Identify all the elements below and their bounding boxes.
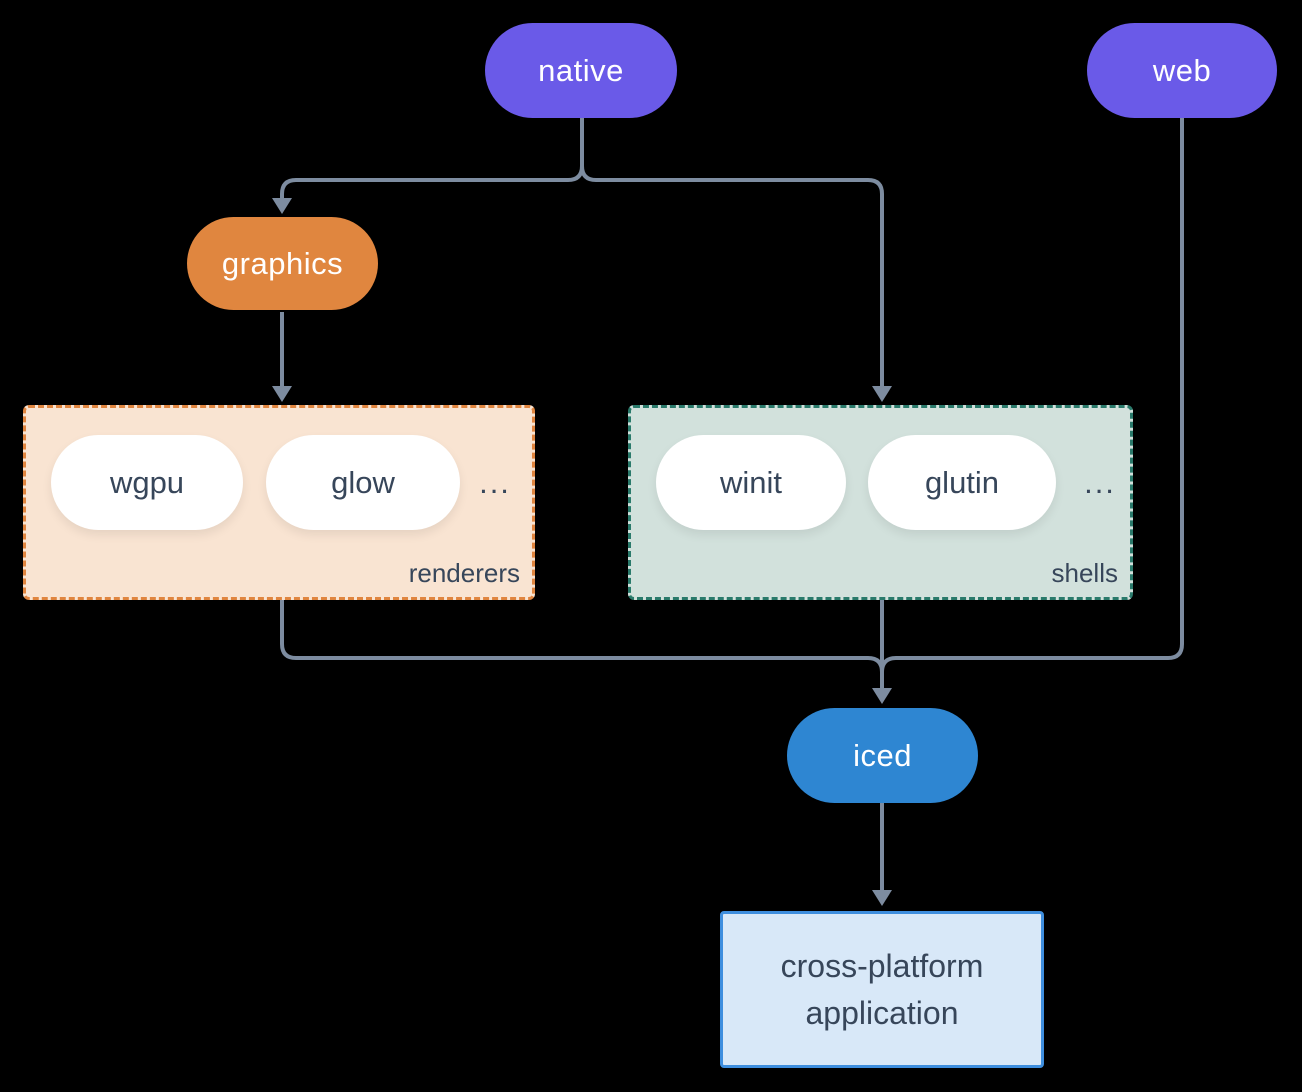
shells-ellipsis: ... [1084,464,1116,500]
application-label-line1: cross-platform [780,947,984,984]
arrowhead-into-renderers [272,386,292,402]
node-glow-label: glow [331,464,395,500]
group-shells: winit glutin ... shells [628,405,1133,600]
node-iced-label: iced [853,737,912,773]
node-winit: winit [656,435,846,530]
edge-web-iced [880,118,1184,686]
node-wgpu: wgpu [51,435,243,530]
renderers-group-label: renderers [408,558,520,588]
node-application: cross-platform application [720,911,1044,1068]
application-label-line2: application [805,994,959,1031]
group-renderers: wgpu glow ... renderers [23,405,535,600]
renderers-ellipsis: ... [479,464,511,500]
arrowhead-into-app [872,890,892,906]
node-glow: glow [266,435,460,530]
edge-native-graphics [280,118,584,198]
arrowhead-into-shells [872,386,892,402]
node-graphics: graphics [187,217,378,310]
shells-group-label: shells [1051,558,1118,588]
node-graphics-label: graphics [221,245,344,281]
arrowhead-into-iced [872,688,892,704]
node-web: web [1087,23,1277,118]
arrowhead-into-graphics [272,198,292,214]
node-native-label: native [538,52,624,88]
node-glutin: glutin [868,435,1056,530]
edge-renderers-iced [280,600,884,686]
node-web-label: web [1152,52,1212,88]
node-native: native [485,23,677,118]
edge-native-shells [580,118,884,386]
node-iced: iced [787,708,978,803]
node-glutin-label: glutin [924,464,1000,500]
node-winit-label: winit [719,464,782,500]
node-wgpu-label: wgpu [109,464,185,500]
